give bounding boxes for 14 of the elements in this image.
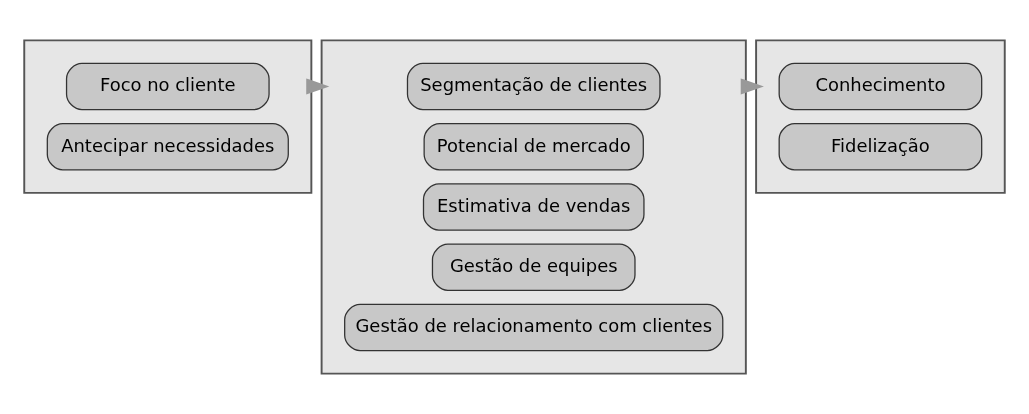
node-box: Potencial de mercado [423,123,644,171]
node-box: Segmentação de clientes [406,62,661,111]
node-box: Conhecimento [778,62,983,111]
node-box: Estimativa de vendas [422,183,645,231]
arrow [740,78,764,95]
node-box: Antecipar necessidades [46,123,289,171]
node-box: Gestão de relacionamento com clientes [344,303,724,352]
arrow [306,78,330,95]
node-box: Gestão de equipes [431,243,636,291]
cluster [23,39,313,194]
cluster [320,39,747,375]
node-box: Foco no cliente [65,62,270,111]
node-box: Fidelização [778,123,983,171]
cluster [755,39,1006,194]
